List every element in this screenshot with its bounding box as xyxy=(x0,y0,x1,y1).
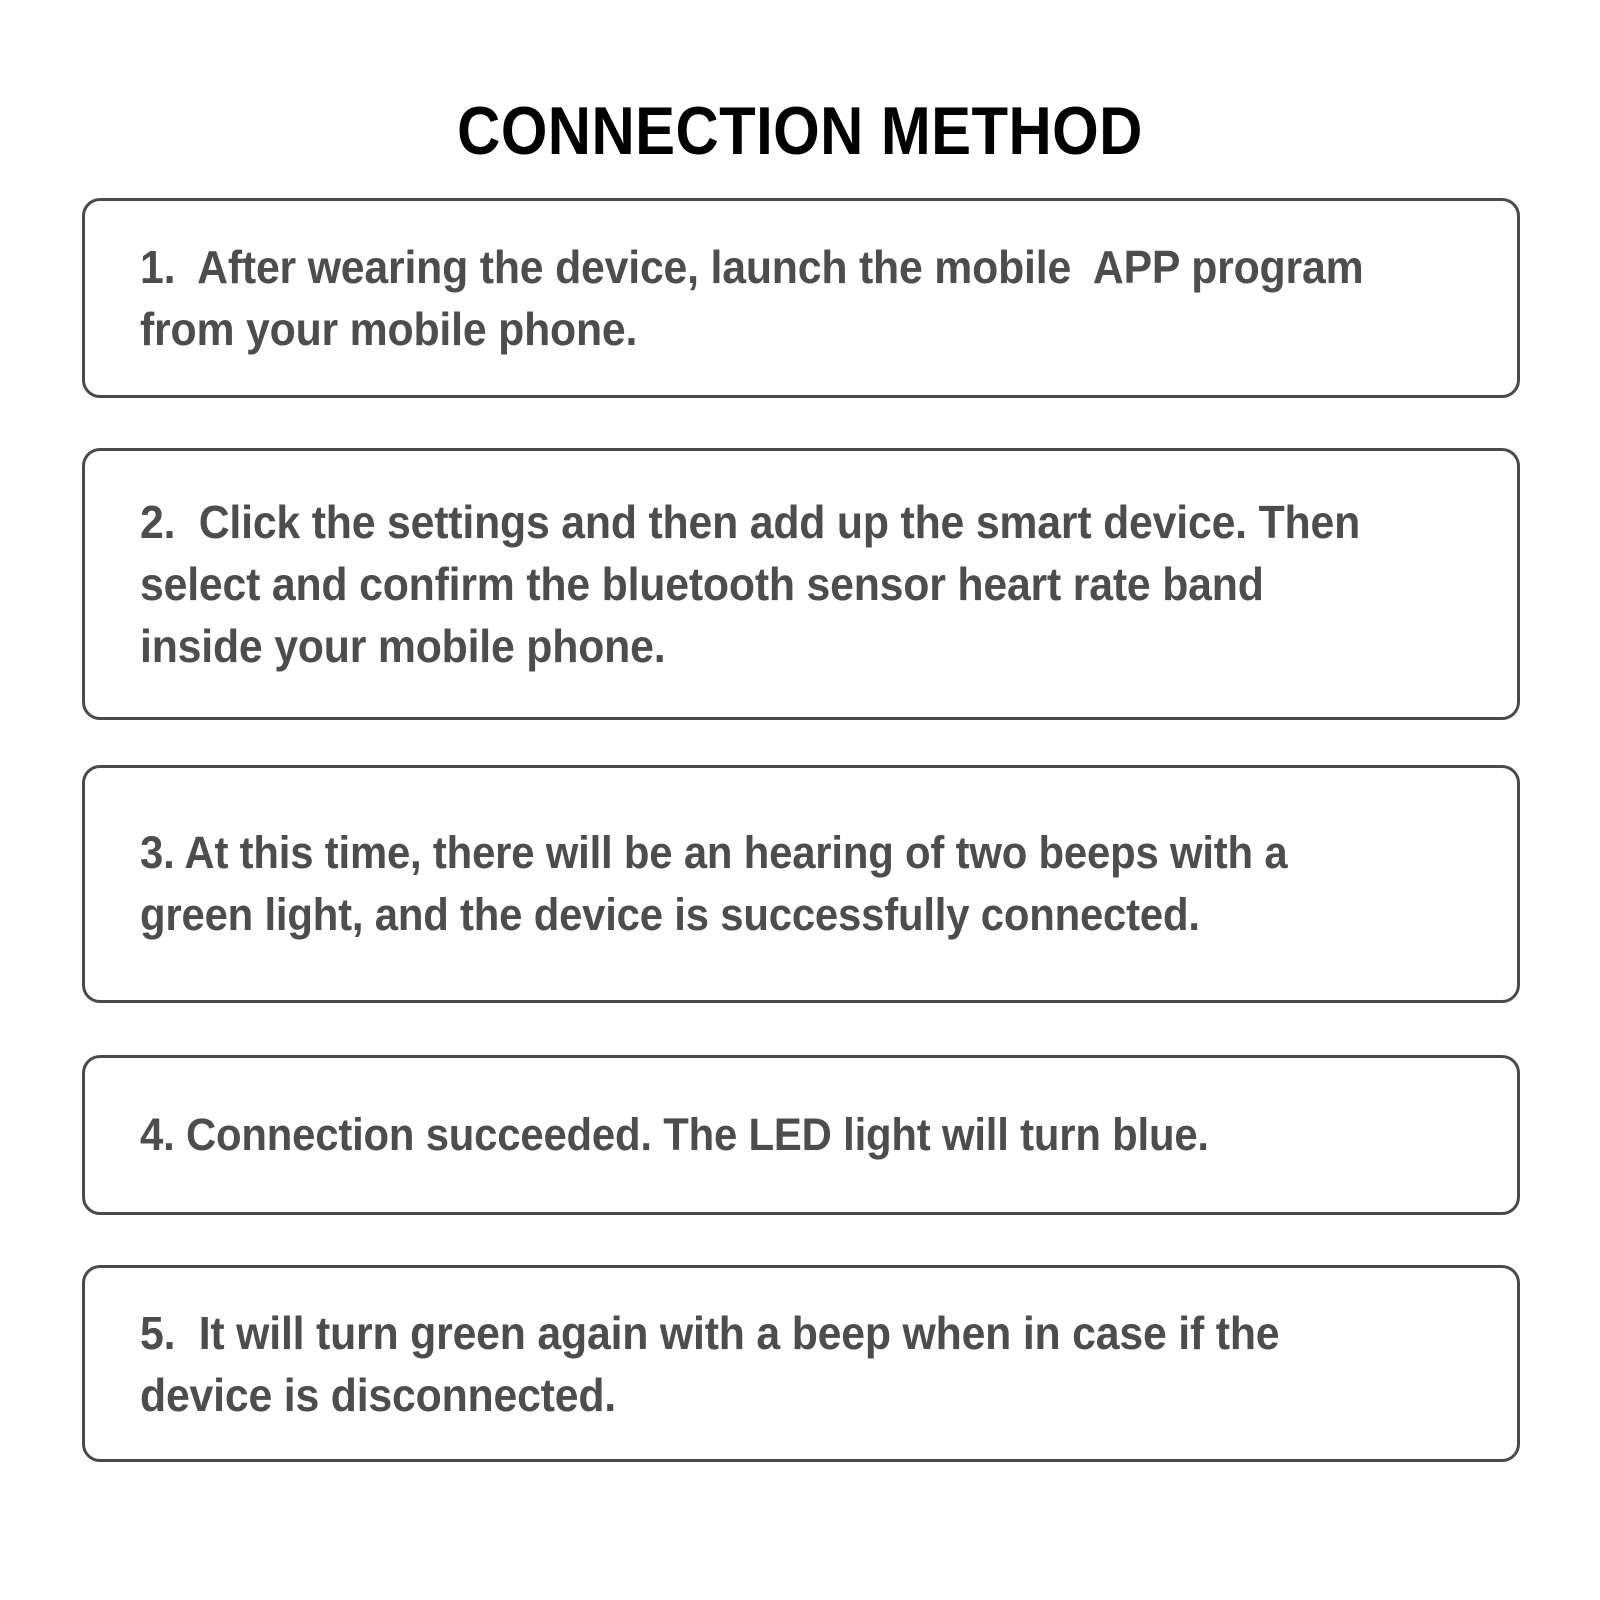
step-box-1: 1. After wearing the device, launch the … xyxy=(82,198,1520,398)
step-1-text: 1. After wearing the device, launch the … xyxy=(140,241,1376,355)
step-5-text: 5. It will turn green again with a beep … xyxy=(140,1306,1292,1421)
steps-list: 1. After wearing the device, launch the … xyxy=(82,198,1520,1462)
step-3-text: 3. At this time, there will be an hearin… xyxy=(140,827,1299,940)
step-box-5: 5. It will turn green again with a beep … xyxy=(82,1265,1520,1462)
page-title: CONNECTION METHOD xyxy=(457,92,1143,169)
step-2-text: 2. Click the settings and then add up th… xyxy=(140,496,1372,672)
step-box-3: 3. At this time, there will be an hearin… xyxy=(82,765,1520,1003)
step-box-4: 4. Connection succeeded. The LED light w… xyxy=(82,1055,1520,1215)
step-4-text: 4. Connection succeeded. The LED light w… xyxy=(140,1109,1209,1160)
step-box-2: 2. Click the settings and then add up th… xyxy=(82,448,1520,720)
